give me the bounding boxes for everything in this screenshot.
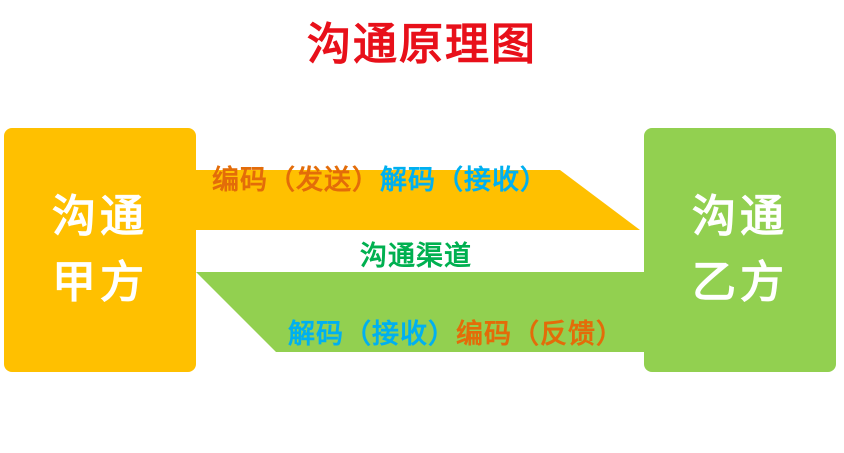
diagram-title: 沟通原理图 (307, 19, 537, 70)
backward-encode-label: 编码（反馈） (456, 319, 624, 350)
backward-decode-label: 解码（接收） (288, 319, 456, 350)
backward-arrow (196, 272, 644, 352)
forward-label: 编码（发送）解码（接收） (212, 158, 548, 197)
channel-label: 沟通渠道 (360, 241, 472, 272)
party-a-line1: 沟通 (52, 191, 148, 242)
forward-arrow (196, 170, 640, 230)
forward-decode-label: 解码（接收） (380, 165, 548, 196)
backward-label: 解码（接收）编码（反馈） (288, 312, 624, 351)
forward-encode-label: 编码（发送） (212, 165, 380, 196)
party-b-line2: 乙方 (692, 257, 788, 308)
party-b-box: 沟通 乙方 (644, 128, 836, 372)
party-a-line2: 甲方 (52, 257, 148, 308)
party-a-box: 沟通 甲方 (4, 128, 196, 372)
party-b-line1: 沟通 (692, 191, 788, 242)
